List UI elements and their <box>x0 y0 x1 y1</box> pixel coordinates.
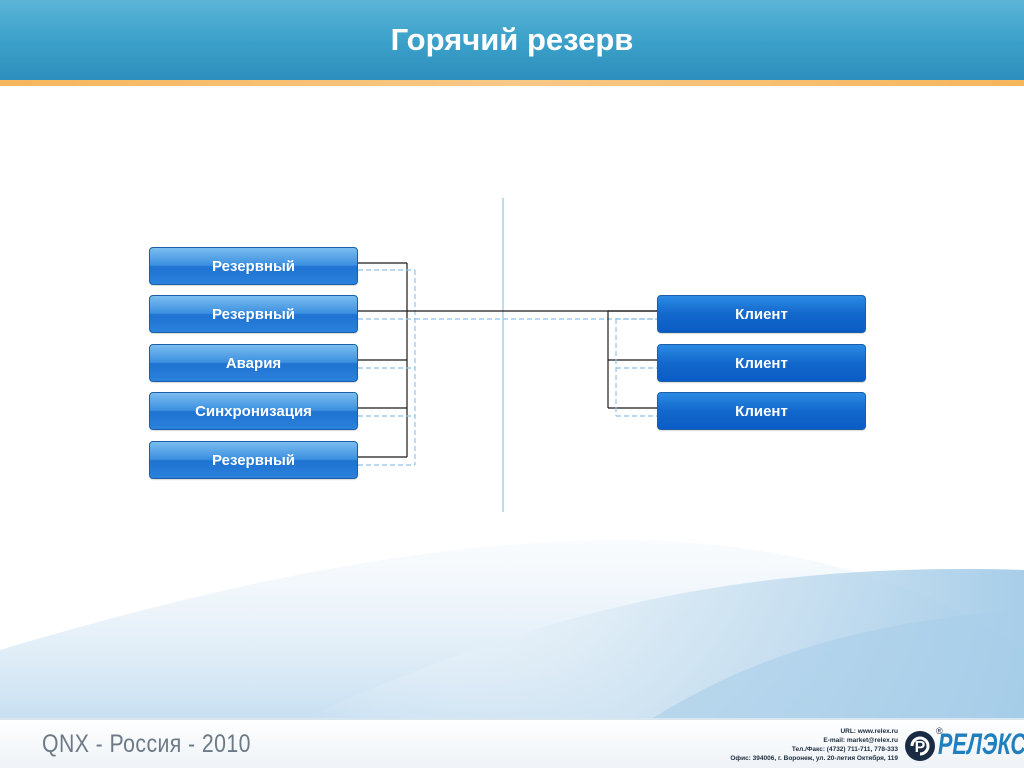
logo-text: РЕЛЭКС <box>938 728 1024 761</box>
contact-url: URL: www.relex.ru <box>840 728 898 735</box>
contact-phone: Тел./Факс: (4732) 711-711, 778-333 <box>791 746 898 753</box>
background-swoosh <box>0 540 1024 720</box>
contact-office: Офис: 394006, г. Воронеж, ул. 20-летия О… <box>730 755 898 762</box>
node-client-3: Клиент <box>657 392 866 430</box>
contact-email: E-mail: market@relex.ru <box>823 737 898 744</box>
node-failure: Авария <box>149 344 358 382</box>
node-reserve-2: Резервный <box>149 295 358 333</box>
node-client-2: Клиент <box>657 344 866 382</box>
relex-logo-icon: Р ® <box>905 726 943 761</box>
footer-divider <box>0 718 1024 720</box>
node-reserve-3: Резервный <box>149 441 358 479</box>
node-sync: Синхронизация <box>149 392 358 430</box>
conference-label: QNX - Россия - 2010 <box>42 730 251 758</box>
node-reserve-1: Резервный <box>149 247 358 285</box>
contact-info: URL: www.relex.ru E-mail: market@relex.r… <box>730 727 898 763</box>
node-client-1: Клиент <box>657 295 866 333</box>
slide-footer <box>0 718 1024 768</box>
logo-mark: Р <box>915 739 926 756</box>
slide-header <box>0 0 1024 80</box>
registered-mark: ® <box>936 726 943 736</box>
header-accent-line <box>0 80 1024 86</box>
slide-title: Горячий резерв <box>390 22 634 57</box>
